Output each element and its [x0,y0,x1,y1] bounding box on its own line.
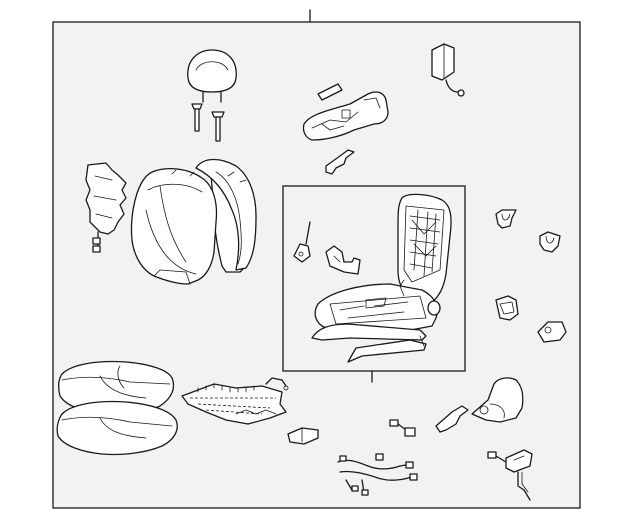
track-cover-upper [317,83,343,101]
clip-upper-left [495,209,517,229]
clip-upper-right [539,231,561,253]
headrest-guide-left [191,103,203,132]
headrest [187,49,237,103]
seat-frame-assembly [311,193,452,363]
power-seat-switch [431,43,465,97]
recliner-cover [435,405,469,433]
seat-wire-harness [337,453,418,496]
seat-side-shield [302,91,389,141]
cover-bracket-right [537,321,567,343]
seat-cushion-cover [56,400,178,456]
shield-bracket [325,149,355,175]
small-connector [287,427,319,445]
cover-bracket-left [495,295,519,321]
headrest-guide-right [211,111,225,142]
frame-bracket [325,245,361,275]
seat-cushion [58,360,175,416]
seatback-cushion [130,167,218,285]
seatback-pad-panel [85,162,127,253]
seat-heater-element [181,377,289,425]
harness-plug [389,419,416,437]
seat-belt-buckle [487,449,533,501]
frame-harness [293,221,311,263]
side-cover-knob [471,377,524,423]
